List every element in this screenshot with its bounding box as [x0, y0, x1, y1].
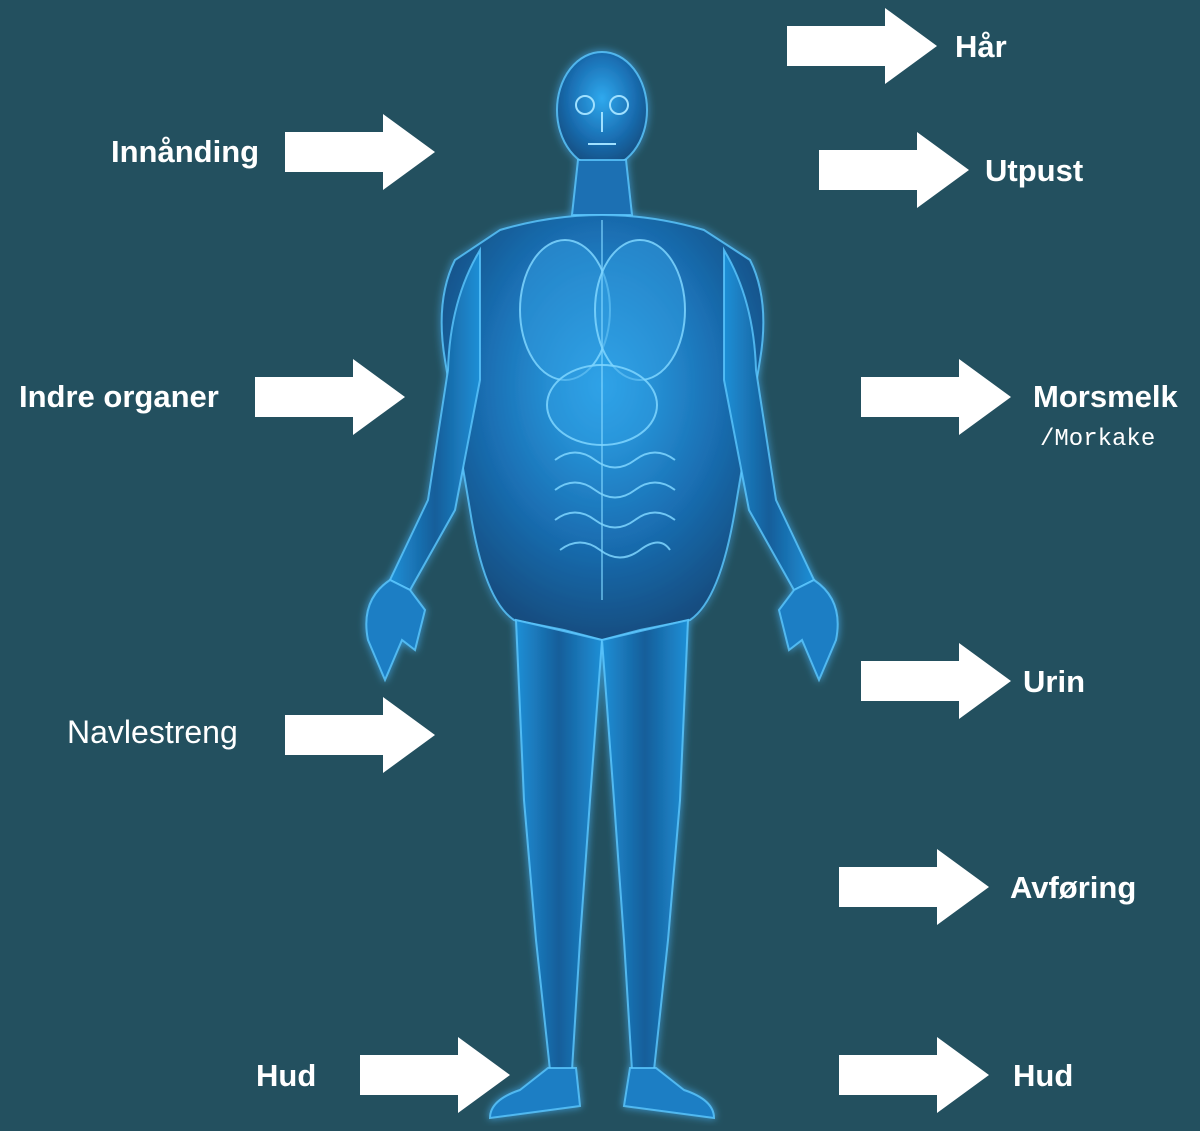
arrow-innanding: [285, 114, 435, 190]
label-indre-organer: Indre organer: [19, 381, 219, 412]
label-morsmelk: Morsmelk: [1033, 381, 1178, 412]
label-utpust: Utpust: [985, 155, 1083, 186]
arrow-indre-organer: [255, 359, 405, 435]
arrow-har: [787, 8, 937, 84]
arrow-avforing: [839, 849, 989, 925]
human-body-illustration: [340, 40, 860, 1126]
label-morkake: /Morkake: [1040, 428, 1155, 452]
arrow-hud-left: [360, 1037, 510, 1113]
label-avforing: Avføring: [1010, 872, 1136, 903]
arrow-hud-right: [839, 1037, 989, 1113]
label-hud-left: Hud: [256, 1060, 316, 1091]
arrow-utpust: [819, 132, 969, 208]
arrow-morsmelk: [861, 359, 1011, 435]
label-har: Hår: [955, 31, 1007, 62]
label-urin: Urin: [1023, 666, 1085, 697]
arrow-navlestreng: [285, 697, 435, 773]
label-innanding: Innånding: [111, 136, 259, 167]
label-hud-right: Hud: [1013, 1060, 1073, 1091]
arrow-urin: [861, 643, 1011, 719]
label-navlestreng: Navlestreng: [67, 716, 238, 748]
